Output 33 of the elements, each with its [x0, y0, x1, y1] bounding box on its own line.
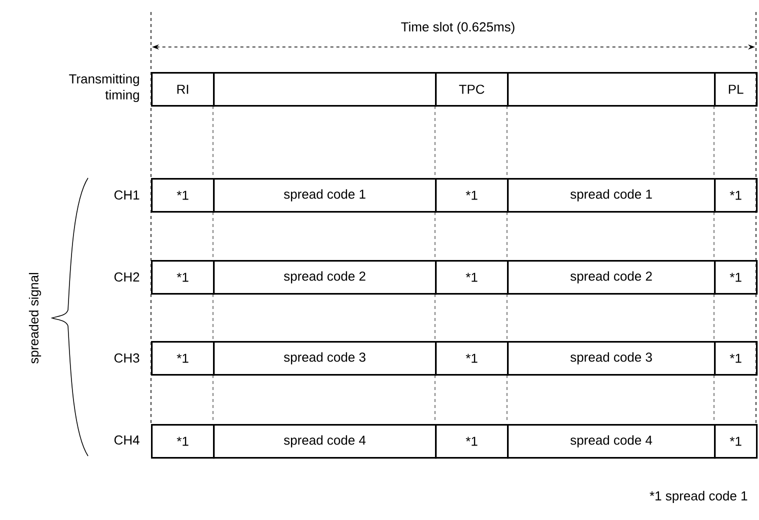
- cell: *1: [435, 178, 509, 213]
- side-label: spreaded signal: [28, 273, 42, 364]
- row-label: CH4: [114, 435, 140, 445]
- cell: spread code 4: [213, 424, 437, 459]
- footnote: *1 spread code 1: [650, 490, 748, 504]
- cell: PL: [714, 72, 758, 107]
- cell: *1: [714, 424, 758, 459]
- cell: RI: [151, 72, 215, 107]
- row-label: CH3: [114, 353, 140, 363]
- cell: *1: [435, 341, 509, 376]
- row-label: CH1: [114, 190, 140, 200]
- cell: *1: [714, 178, 758, 213]
- cell: spread code 3: [213, 341, 437, 376]
- empty-cell: [507, 72, 716, 107]
- cell: *1: [714, 341, 758, 376]
- cell: *1: [151, 178, 215, 213]
- cell: *1: [151, 341, 215, 376]
- cell: *1: [435, 260, 509, 295]
- cell: spread code 2: [507, 260, 716, 295]
- row-label: CH2: [114, 272, 140, 282]
- cell: *1: [151, 260, 215, 295]
- cell: spread code 1: [213, 178, 437, 213]
- cell: *1: [151, 424, 215, 459]
- row-label: Transmitting timing: [69, 74, 139, 102]
- empty-cell: [213, 72, 437, 107]
- cell: spread code 4: [507, 424, 716, 459]
- cell: spread code 3: [507, 341, 716, 376]
- cell: spread code 1: [507, 178, 716, 213]
- title: Time slot (0.625ms): [401, 22, 514, 34]
- cell: TPC: [435, 72, 509, 107]
- cell: spread code 2: [213, 260, 437, 295]
- cell: *1: [714, 260, 758, 295]
- cell: *1: [435, 424, 509, 459]
